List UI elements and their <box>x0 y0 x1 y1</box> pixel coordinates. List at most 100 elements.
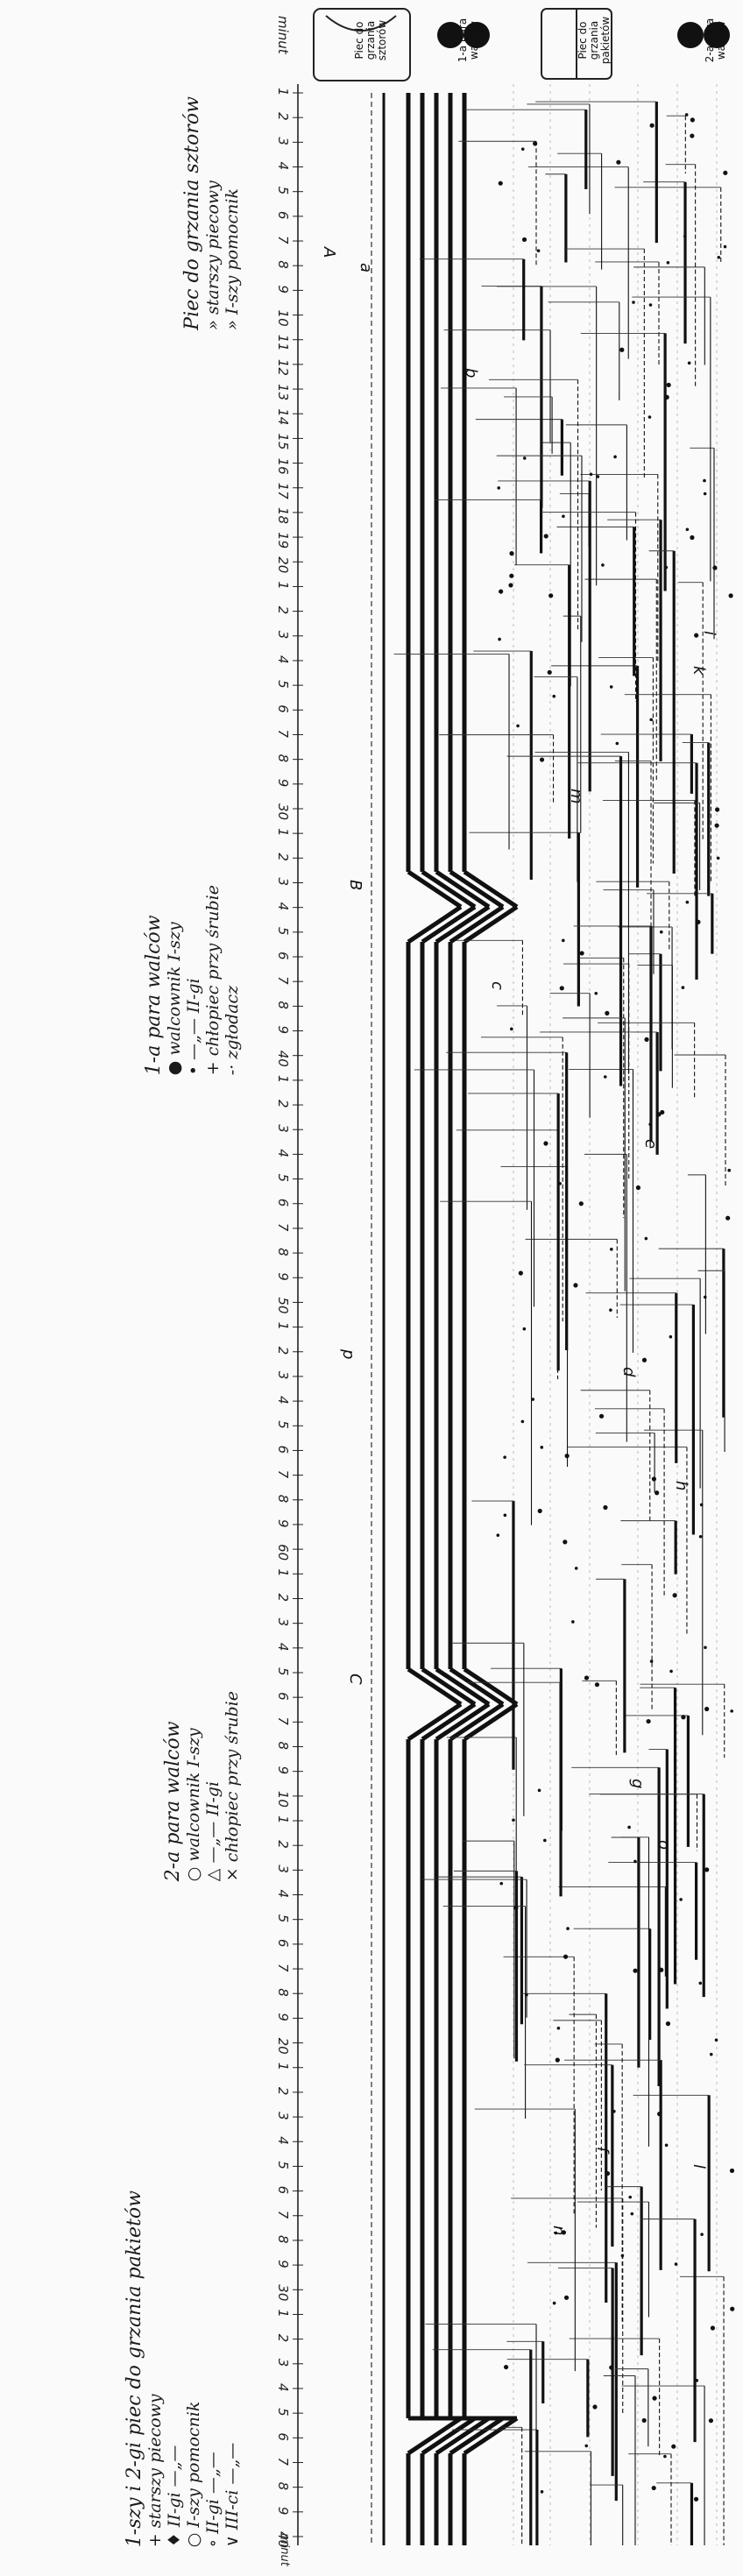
legend-item: × chłopiec przy śrubie <box>223 1691 242 1881</box>
axis-unit-start: minut <box>275 16 291 54</box>
worker-symbol <box>503 2364 509 2370</box>
worker-symbol <box>543 1838 547 1843</box>
axis-tick-label: 8 <box>275 260 291 269</box>
worker-symbol <box>704 1867 710 1872</box>
legend-symbol: ♦ <box>165 2527 184 2548</box>
legend-text: starszy piecowy <box>145 2394 165 2529</box>
worker-symbol <box>612 2109 616 2113</box>
worker-symbol <box>651 1476 657 1482</box>
axis-tick-label: 2 <box>275 605 291 615</box>
heating-transition <box>421 869 477 909</box>
diagram-marker-c: c <box>488 981 506 990</box>
axis-tick-label: 7 <box>275 1716 291 1725</box>
axis-tick-label: 5 <box>275 2408 291 2417</box>
heating-transition <box>435 904 491 945</box>
heating-transition <box>421 1702 477 1742</box>
axis-tick-label: 9 <box>275 2506 291 2516</box>
worker-symbol <box>503 1513 507 1518</box>
axis-tick-label: 2 <box>275 1346 291 1355</box>
axis-tick-label: 3 <box>275 2112 291 2120</box>
axis-tick-label: 13 <box>275 384 291 401</box>
axis-tick-label: 6 <box>275 1692 291 1701</box>
diagram-marker-h: h <box>672 1481 690 1491</box>
axis-tick-label: 5 <box>275 2161 291 2169</box>
axis-tick-label: 1 <box>275 1321 291 1331</box>
worker-symbol <box>665 2021 671 2027</box>
worker-symbol <box>666 260 670 265</box>
worker-symbol <box>671 2444 676 2449</box>
heating-transition <box>407 1667 463 1707</box>
axis-tick-label: 2 <box>275 112 291 121</box>
axis-tick-label: 8 <box>275 2234 291 2244</box>
worker-symbol <box>716 856 720 860</box>
axis-tick-label: 15 <box>275 433 291 450</box>
axis-tick-label: 4 <box>275 161 291 171</box>
worker-symbol <box>648 1122 652 1126</box>
worker-symbol <box>679 1898 683 1901</box>
worker-symbol <box>714 823 719 828</box>
worker-symbol <box>649 123 655 128</box>
axis-tick-label: 30 <box>275 2284 291 2302</box>
worker-symbol <box>672 1593 677 1598</box>
worker-symbol <box>531 1398 535 1401</box>
worker-symbol <box>619 347 625 352</box>
heating-transition <box>421 904 477 945</box>
axis-tick-label: 4 <box>275 1149 291 1157</box>
worker-symbol <box>540 2490 544 2494</box>
row-label-line: sztorów <box>376 19 388 61</box>
worker-symbol <box>594 1682 600 1688</box>
axis-tick-label: 5 <box>275 1173 291 1183</box>
worker-symbol <box>516 724 520 728</box>
worker-symbol <box>518 1270 523 1276</box>
legend-text: starszy piecowy <box>203 180 223 315</box>
axis-tick-label: 5 <box>275 1914 291 1923</box>
axis-tick-label: 8 <box>275 2481 291 2491</box>
worker-symbol <box>669 1334 673 1339</box>
worker-symbol <box>690 117 695 123</box>
axis-tick-label: 7 <box>275 976 291 985</box>
worker-symbol <box>578 1201 584 1207</box>
axis-tick-label: 5 <box>275 186 291 195</box>
legend-group: 1-a para walców● walcownik I-szy• —„— II… <box>143 885 242 1075</box>
worker-symbol <box>696 919 701 924</box>
axis-tick-label: 1 <box>275 1815 291 1824</box>
worker-symbol <box>509 551 514 556</box>
worker-symbol <box>728 593 733 598</box>
diagram-marker-a: a <box>357 263 375 273</box>
worker-symbol <box>564 1454 570 1459</box>
axis-tick-label: 1 <box>275 1074 291 1084</box>
axis-tick-label: 4 <box>275 2382 291 2392</box>
heating-transition <box>463 1667 519 1707</box>
legend-item: -· zgłodacz <box>223 885 242 1075</box>
axis-tick-label: 11 <box>275 334 291 351</box>
worker-symbol <box>648 303 653 307</box>
legend-title: Piec do grzania sztorów <box>181 96 203 330</box>
worker-symbol <box>708 2418 714 2424</box>
heating-transition <box>463 2416 519 2456</box>
worker-symbol <box>497 486 501 490</box>
worker-symbol <box>656 1112 662 1117</box>
heating-transition <box>449 904 505 945</box>
legend-symbol: ∨ <box>223 2530 242 2548</box>
axis-tick-label: 2 <box>275 1593 291 1603</box>
axis-tick-label: 3 <box>275 137 291 145</box>
axis-tick-label: 7 <box>275 236 291 244</box>
axis-tick-label: 7 <box>275 729 291 738</box>
worker-symbol <box>512 1818 515 1822</box>
heating-transition <box>463 869 519 909</box>
axis-tick-label: 4 <box>275 1889 291 1899</box>
worker-symbol <box>543 534 548 539</box>
axis-tick-label: 8 <box>275 754 291 763</box>
axis-tick-label: 3 <box>275 877 291 887</box>
furnace-icon <box>325 15 397 32</box>
axis-tick-label: 8 <box>275 1988 291 1997</box>
axis-tick-label: 10 <box>275 309 291 327</box>
axis-tick-label: 40 <box>275 1050 291 1067</box>
worker-symbol <box>687 361 691 365</box>
worker-symbol <box>601 563 605 567</box>
worker-symbol <box>659 930 663 934</box>
furnace-icon <box>313 8 411 81</box>
